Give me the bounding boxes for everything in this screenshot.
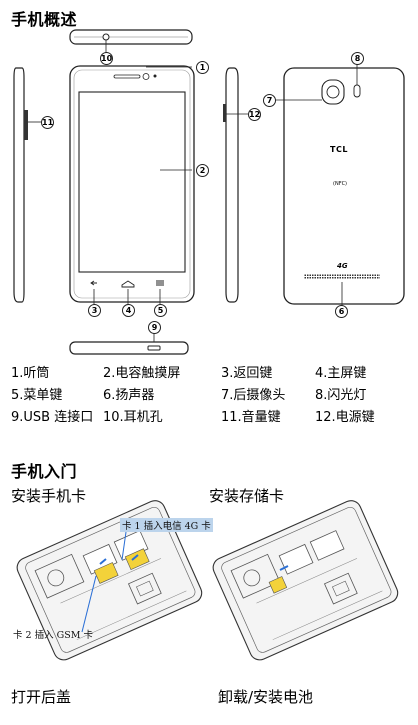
callout-3: 3 xyxy=(88,304,101,317)
phone-right-side-view xyxy=(223,67,248,303)
legend-item: 9.USB 连接口 xyxy=(11,410,94,425)
callout-5: 5 xyxy=(154,304,167,317)
legend-item: 5.菜单键 xyxy=(11,388,63,403)
legend-item: 11.音量键 xyxy=(221,410,281,425)
phone-left-side-view xyxy=(13,67,42,303)
phone-front-view xyxy=(69,65,195,304)
brand-logo: TCL xyxy=(330,145,348,154)
callout-8: 8 xyxy=(351,52,364,65)
callout-11: 11 xyxy=(41,116,54,129)
step-open-cover: 打开后盖 xyxy=(11,688,72,706)
callout-6: 6 xyxy=(335,305,348,318)
phone-top-view xyxy=(69,29,193,53)
phone-bottom-view xyxy=(69,328,189,355)
callout-4: 4 xyxy=(122,304,135,317)
step-install-sim: 安装手机卡 xyxy=(11,487,87,505)
speaker-dots xyxy=(304,274,380,279)
overview-heading: 手机概述 xyxy=(11,10,78,29)
callout-10: 10 xyxy=(100,52,113,65)
step-battery: 卸载/安装电池 xyxy=(218,688,314,706)
callout-7: 7 xyxy=(263,94,276,107)
legend-item: 12.电源键 xyxy=(315,410,375,425)
callout-12: 12 xyxy=(248,108,261,121)
legend-item: 10.耳机孔 xyxy=(103,410,163,425)
nfc-label: (NFC) xyxy=(333,181,348,187)
callout-1: 1 xyxy=(196,61,209,74)
legend-item: 3.返回键 xyxy=(221,366,273,381)
callout-9: 9 xyxy=(148,321,161,334)
sim-install-illustration xyxy=(16,500,203,661)
legend-item: 6.扬声器 xyxy=(103,388,155,403)
getting-started-heading: 手机入门 xyxy=(11,462,78,481)
legend-item: 2.电容触摸屏 xyxy=(103,366,181,381)
callout-2: 2 xyxy=(196,164,209,177)
legend-item: 4.主屏键 xyxy=(315,366,367,381)
sim1-label: 卡 1 插入电信 4G 卡 xyxy=(120,518,213,532)
legend-item: 8.闪光灯 xyxy=(315,388,367,403)
storage-install-illustration xyxy=(212,500,399,661)
network-logo: 4G xyxy=(337,262,348,270)
legend-item: 1.听筒 xyxy=(11,366,50,381)
legend-item: 7.后摄像头 xyxy=(221,388,286,403)
step-install-storage: 安装存储卡 xyxy=(209,487,285,505)
sim2-label: 卡 2 插入 GSM 卡 xyxy=(13,630,93,641)
